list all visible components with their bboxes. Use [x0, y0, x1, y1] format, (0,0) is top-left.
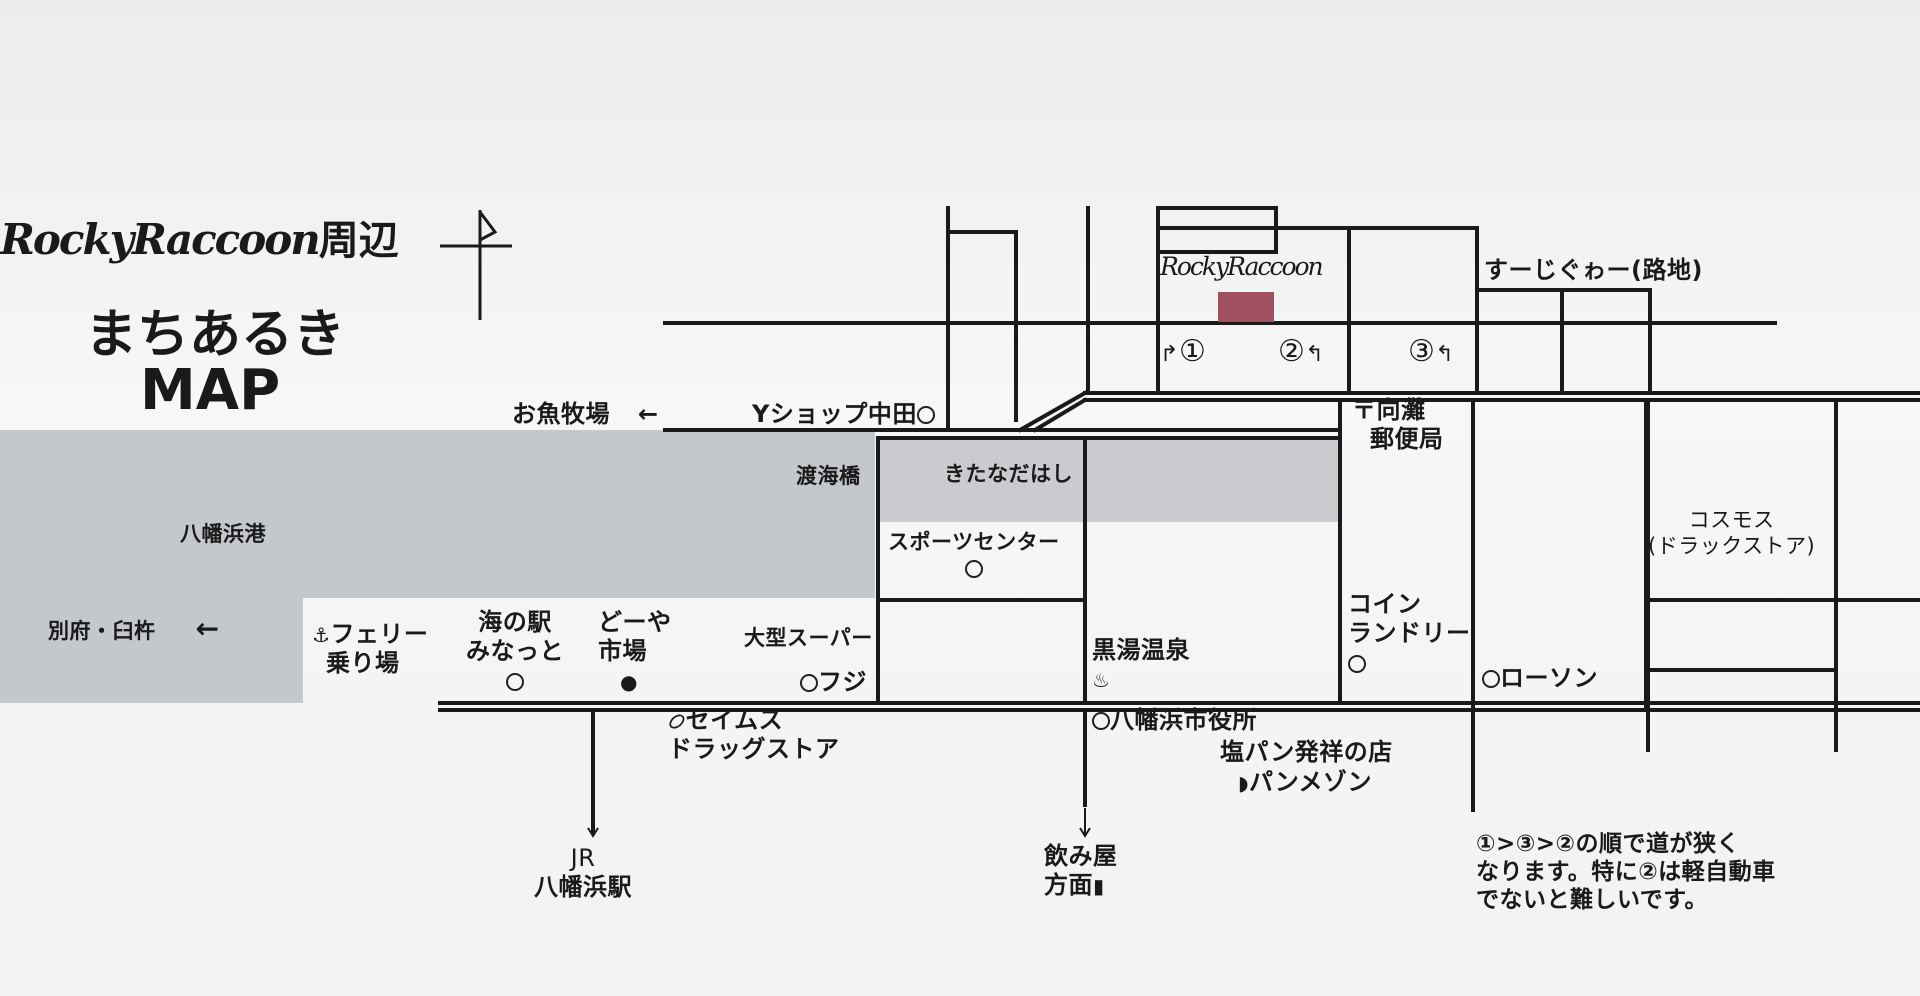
bottle-icon: ▮ — [1093, 874, 1105, 899]
turn-left-icon: ↰ — [1305, 342, 1325, 367]
umi-no-eki-label: 海の駅みなっと — [466, 608, 564, 696]
supermarket-label: 大型スーパー — [744, 626, 873, 650]
nomiya-label: 飲み屋 方面▮ — [1044, 842, 1118, 900]
kuroyu-onsen-label: 黒湯温泉 ♨ — [1092, 636, 1190, 693]
ferry-icon: ⚓ — [312, 623, 331, 647]
map-title-script: RockyRaccoon周辺 — [0, 208, 399, 266]
y-shop-label: Yショップ中田 — [752, 400, 935, 429]
location-circle-icon — [916, 406, 935, 424]
city-hall-label: 八幡浜市役所 — [1092, 706, 1257, 735]
kitanada-bridge-label: きたなだはし — [944, 462, 1073, 486]
map-title-line3: MAP — [140, 358, 281, 423]
turn-left-icon: ↰ — [1435, 342, 1455, 367]
location-circle-icon — [506, 672, 524, 691]
street-marker-1: ↱① — [1160, 334, 1207, 369]
ferry-label: ⚓フェリー 乗り場 — [312, 620, 429, 678]
location-circle-icon — [1092, 712, 1110, 730]
road-width-note: ①>③>②の順で道が狭く なります。特に②は軽自動車 でないと難しいです。 — [1476, 831, 1776, 914]
title-shop-name: RockyRaccoon — [0, 215, 321, 264]
shop-name-label: RockyRaccoon — [1160, 252, 1324, 281]
post-mark-icon: 〒 — [1352, 396, 1377, 424]
down-arrows — [587, 808, 1091, 838]
shio-pan-label: 塩パン発祥の店 — [1220, 738, 1393, 766]
turn-right-icon: ↱ — [1160, 342, 1179, 367]
street-marker-2: ②↰ — [1278, 334, 1325, 369]
river-gray-area — [878, 438, 1340, 522]
title-suffix: 周辺 — [318, 218, 399, 264]
post-office-label: 〒向灘 郵便局 — [1352, 396, 1444, 454]
watari-bridge-label: 渡海橋 — [796, 464, 861, 488]
harbor-label: 八幡浜港 — [180, 522, 266, 546]
fish-farm-label: お魚牧場← — [512, 400, 659, 428]
street-marker-3: ③↰ — [1408, 334, 1455, 369]
location-circle-icon — [964, 559, 983, 578]
lawson-label: ローソン — [1482, 664, 1598, 693]
sports-center-label: スポーツセンター — [888, 530, 1060, 581]
harbor-sea-area — [0, 430, 875, 598]
hot-spring-icon: ♨ — [1092, 668, 1111, 693]
market-icon: ● — [620, 669, 638, 694]
location-circle-icon — [800, 674, 818, 692]
bread-icon: ◗ — [1238, 771, 1250, 795]
roads — [438, 206, 1920, 832]
beppu-usuki-label: 別府・臼杵← — [48, 612, 220, 645]
location-circle-icon — [1482, 670, 1500, 688]
north-arrow-icon — [440, 210, 512, 320]
coin-laundry-label: コインランドリー — [1348, 590, 1471, 678]
doya-market-label: どーや市場 ● — [598, 608, 672, 694]
seims-label: ⬭セイムス ドラッグストア — [662, 706, 840, 764]
location-circle-icon — [1348, 654, 1366, 673]
alley-label: すーじぐゎー(路地) — [1484, 256, 1703, 284]
cosmos-label: コスモス(ドラックストア) — [1648, 508, 1816, 558]
map-title-line2: まちあるき — [85, 305, 346, 365]
pain-maison-label: ◗パンメゾン — [1238, 768, 1373, 796]
shop-marker — [1218, 292, 1274, 322]
harbor-sea-lower — [0, 598, 303, 703]
fuji-label: フジ — [800, 668, 867, 697]
